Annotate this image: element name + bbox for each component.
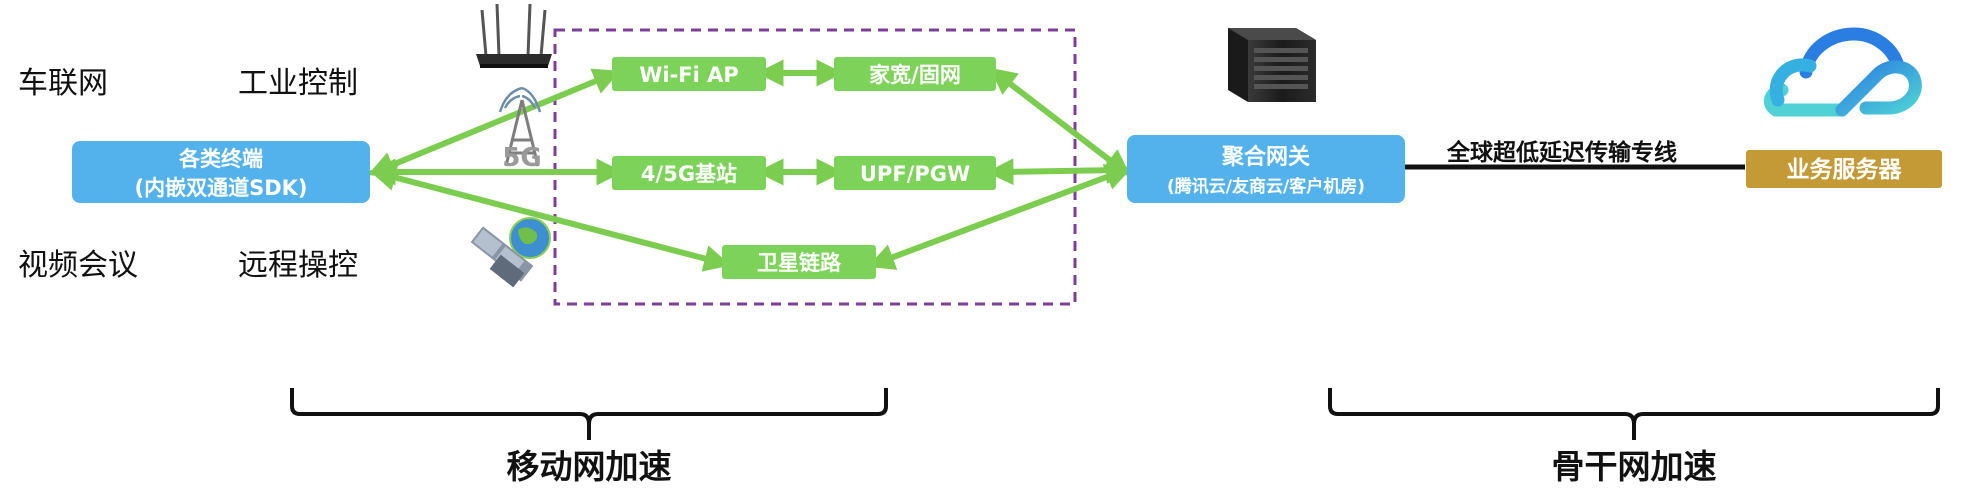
- cell-tower-5g-label: 5G: [502, 143, 541, 173]
- backbone-label: 全球超低延迟传输专线: [1446, 139, 1677, 166]
- gateway-line1: 聚合网关: [1221, 144, 1310, 170]
- broadband-box: 家宽/固网: [834, 57, 996, 91]
- tencent-cloud-icon: [1763, 27, 1922, 117]
- arrow-upf-gateway: [986, 156, 1134, 186]
- use-case-video-conference: 视频会议: [18, 248, 138, 283]
- terminal-line1: 各类终端: [178, 147, 263, 171]
- server-tower-icon: [1228, 28, 1316, 102]
- use-case-vehicle-network: 车联网: [18, 66, 108, 101]
- arrows: [367, 59, 1134, 272]
- wifi-router-icon: [476, 3, 552, 68]
- base-station-box: 4/5G基站: [612, 156, 766, 190]
- upf-label: UPF/PGW: [860, 162, 970, 186]
- satellite-link-box: 卫星链路: [722, 245, 876, 279]
- arrow-terminal-satellite: [368, 164, 732, 272]
- arrow-satellite-gateway: [867, 164, 1133, 270]
- wifi-ap-box: Wi-Fi AP: [612, 57, 766, 91]
- terminal-line2: (内嵌双通道SDK): [134, 176, 307, 200]
- base-station-label: 4/5G基站: [641, 162, 737, 186]
- cell-tower-5g-icon: 5G: [498, 86, 542, 173]
- arrow-terminal-wifi: [367, 68, 621, 178]
- gateway-line2: (腾讯云/友商云/客户机房): [1167, 176, 1365, 197]
- use-case-industrial-control: 工业控制: [238, 66, 358, 101]
- mobile-section-brace: [290, 388, 888, 440]
- upf-box: UPF/PGW: [834, 156, 996, 190]
- aggregation-gateway-box: 聚合网关 (腾讯云/友商云/客户机房): [1127, 135, 1405, 203]
- backbone-section-brace: [1328, 388, 1940, 440]
- terminal-box: 各类终端 (内嵌双通道SDK): [72, 141, 370, 203]
- backbone-section-label: 骨干网加速: [1552, 447, 1717, 486]
- arrow-broadband-gateway: [989, 67, 1131, 177]
- business-server-box: 业务服务器: [1746, 150, 1942, 188]
- wifi-ap-label: Wi-Fi AP: [639, 63, 739, 87]
- satellite-icon: [470, 217, 551, 288]
- satellite-link-label: 卫星链路: [757, 251, 842, 275]
- mobile-section-label: 移动网加速: [507, 447, 672, 486]
- business-server-label: 业务服务器: [1787, 157, 1903, 183]
- broadband-label: 家宽/固网: [869, 63, 961, 87]
- use-case-remote-control: 远程操控: [238, 248, 358, 283]
